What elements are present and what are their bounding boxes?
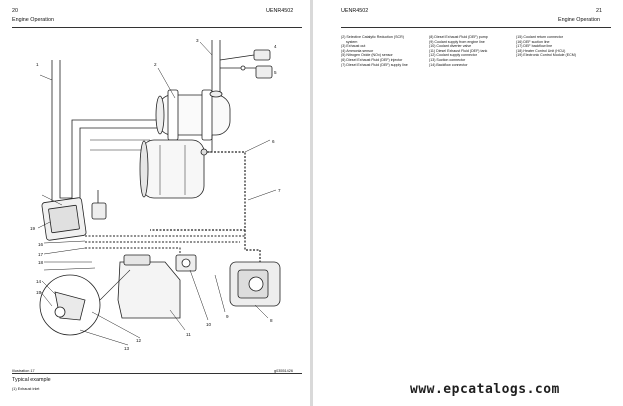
left-header-rule	[12, 27, 302, 28]
legend-item: (13) Suction connector	[429, 57, 466, 62]
legend-item: system	[346, 39, 358, 44]
right-header-rule	[341, 27, 611, 28]
scr-canister	[155, 89, 231, 141]
callout-2: 2	[154, 62, 157, 67]
callout-15: 15	[36, 290, 42, 295]
watermark-text: www.epcatalogs.com	[410, 382, 560, 397]
def-injector	[200, 148, 208, 156]
right-page: UENR4502 21 Engine Operation (2) Selecti…	[313, 0, 623, 406]
left-doc-code: UENR4502	[266, 8, 294, 14]
def-supply-line	[150, 151, 246, 231]
coolant-diverter-valve	[175, 254, 197, 272]
legend-item: (12) Coolant supply connector	[429, 53, 477, 58]
hcu-module	[91, 202, 107, 220]
callout-12: 12	[136, 338, 142, 343]
nox-sensor	[255, 65, 273, 79]
def-pump	[229, 261, 281, 307]
caption-first-item: (1) Exhaust inlet	[12, 387, 40, 391]
legend-item: (9) Coolant supply from engine line	[429, 39, 485, 44]
callout-9: 9	[226, 314, 229, 319]
page-gutter	[310, 0, 313, 406]
callout-17: 17	[38, 252, 44, 257]
legend-column-3: (15) Coolant return connector (16) DEF s…	[516, 35, 576, 58]
legend-column-2: (8) Diesel Exhaust Fluid (DEF) pump (9) …	[429, 35, 488, 67]
legend-item: (3) Exhaust out	[341, 44, 366, 49]
def-tank	[117, 254, 181, 319]
legend-column-1: (2) Selective Catalytic Reduction (SCR) …	[341, 35, 408, 67]
caption-code: g03551426	[274, 369, 294, 373]
callout-6: 6	[272, 139, 275, 144]
callout-1: 1	[36, 62, 39, 67]
legend-item: (19) Electronic Control Module (ECM)	[516, 53, 576, 58]
callout-14: 14	[36, 279, 42, 284]
exhaust-out-pipe	[211, 40, 221, 95]
legend-item: (4) Ammonia sensor	[341, 48, 374, 53]
callout-18: 18	[38, 260, 44, 265]
left-page-number: 20	[12, 8, 18, 14]
legend-item: (2) Selective Catalytic Reduction (SCR)	[341, 35, 404, 39]
callout-13: 13	[124, 346, 130, 351]
legend-item: (8) Diesel Exhaust Fluid (DEF) pump	[429, 35, 488, 39]
legend-item: (5) Nitrogen Oxide (NOx) sensor	[341, 53, 393, 58]
callout-11: 11	[186, 332, 191, 337]
dpf-canister	[139, 139, 205, 199]
legend-item: (14) Backflow connector	[429, 62, 468, 67]
right-doc-code: UENR4502	[341, 8, 369, 14]
callout-4: 4	[274, 44, 277, 49]
legend-item: (11) Diesel Exhaust Fluid (DEF) tank	[429, 48, 488, 53]
right-page-number: 21	[596, 8, 602, 14]
callout-8: 8	[270, 318, 273, 323]
callout-16: 16	[38, 242, 44, 247]
caption-title: Typical example	[12, 377, 51, 383]
legend-item: (17) DEF backflow line	[516, 44, 553, 49]
ammonia-sensor	[253, 49, 271, 61]
legend-item: (7) Diesel Exhaust Fluid (DEF) supply li…	[341, 62, 408, 67]
caption-illustration: Illustration 17	[12, 369, 35, 373]
callout-10: 10	[206, 322, 212, 327]
exhaust-inlet-pipe	[51, 60, 72, 206]
callout-5: 5	[274, 70, 277, 75]
callout-3: 3	[196, 38, 199, 43]
legend-item: (6) Diesel Exhaust Fluid (DEF) injector	[341, 57, 403, 62]
callout-19: 19	[30, 226, 36, 231]
legend-item: (15) Coolant return connector	[516, 35, 563, 39]
callout-7: 7	[278, 188, 281, 193]
legend-item: (16) DEF suction line	[516, 39, 550, 44]
ecm-module	[41, 197, 87, 241]
right-section-title: Engine Operation	[558, 17, 600, 23]
left-section-title: Engine Operation	[12, 17, 54, 23]
legend-item: (10) Coolant diverter valve	[429, 44, 472, 49]
legend-item: (18) Heater Control Unit (HCU)	[516, 48, 566, 53]
caption-rule	[12, 373, 302, 374]
